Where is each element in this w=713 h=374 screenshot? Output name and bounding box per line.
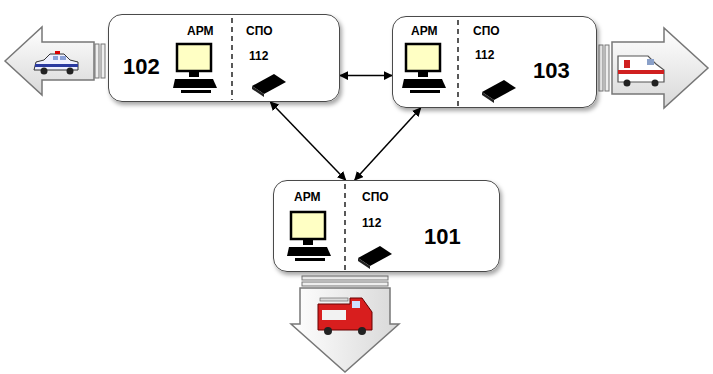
- node-label: АРМ: [294, 191, 321, 204]
- service-number: 103: [533, 59, 570, 83]
- computer-icon: [402, 44, 446, 93]
- fire-truck: [318, 298, 372, 335]
- system-box: АРМ СПО 112 102: [108, 14, 340, 102]
- computer-icon: [173, 44, 217, 93]
- ambulance-arrow: [599, 28, 708, 108]
- link-arrow: [355, 108, 421, 180]
- computer-icon: [287, 212, 331, 261]
- police-car: [34, 51, 78, 75]
- police-arrow: [5, 27, 105, 95]
- device-icon: [482, 80, 516, 103]
- node-label: АРМ: [187, 25, 214, 38]
- service-number: 101: [424, 225, 461, 249]
- node-label: 112: [249, 50, 268, 63]
- service-number: 102: [123, 55, 160, 79]
- device-icon: [358, 246, 392, 269]
- fire-arrow: [291, 276, 399, 372]
- node-label: СПО: [473, 25, 500, 38]
- box-fills: [109, 15, 596, 271]
- node-label: СПО: [246, 25, 273, 38]
- link-arrow: [340, 75, 392, 77]
- node-label: 112: [362, 217, 381, 230]
- ambulance: [618, 56, 664, 87]
- system-box: АРМ СПО 112 103: [392, 16, 597, 108]
- node-label: АРМ: [411, 25, 438, 38]
- node-label: СПО: [362, 191, 389, 204]
- link-arrow: [270, 102, 345, 180]
- system-box: АРМ СПО 112 101: [273, 180, 500, 272]
- device-icon: [252, 74, 286, 97]
- node-label: 112: [475, 49, 494, 62]
